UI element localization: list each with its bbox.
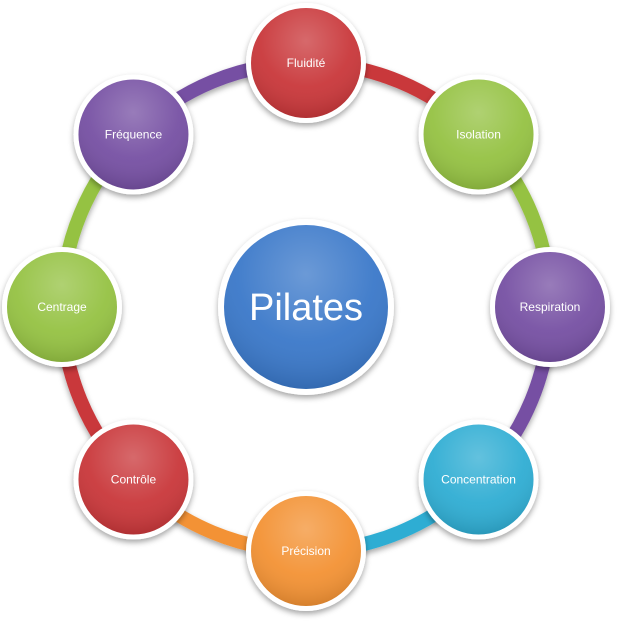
node-centrage: Centrage: [2, 247, 122, 367]
node-frequence-gloss: [78, 79, 189, 190]
node-precision-gloss: [251, 496, 361, 606]
node-controle-gloss: [78, 424, 189, 535]
node-concentration: Concentration: [418, 419, 539, 540]
node-controle-label: Contrôle: [111, 473, 157, 487]
node-centrage-gloss: [7, 252, 117, 362]
node-fluidite-gloss: [251, 8, 361, 118]
node-respiration-label: Respiration: [520, 300, 581, 314]
node-frequence: Fréquence: [73, 74, 194, 195]
node-isolation: Isolation: [418, 74, 539, 195]
node-isolation-label: Isolation: [456, 127, 501, 141]
node-concentration-label: Concentration: [441, 473, 516, 487]
center-hub-gloss: [224, 225, 388, 389]
node-centrage-label: Centrage: [37, 300, 87, 314]
node-precision-label: Précision: [281, 544, 330, 558]
node-respiration-gloss: [495, 252, 605, 362]
node-frequence-label: Fréquence: [105, 127, 163, 141]
nodes-layer: FluiditéIsolationRespirationConcentratio…: [2, 3, 610, 611]
node-respiration: Respiration: [490, 247, 610, 367]
node-precision: Précision: [246, 491, 366, 611]
center-hub-label: Pilates: [249, 287, 363, 329]
node-fluidite-label: Fluidité: [287, 56, 326, 70]
node-controle: Contrôle: [73, 419, 194, 540]
center-hub: Pilates: [218, 219, 394, 395]
node-concentration-gloss: [423, 424, 534, 535]
node-isolation-gloss: [423, 79, 534, 190]
node-fluidite: Fluidité: [246, 3, 366, 123]
